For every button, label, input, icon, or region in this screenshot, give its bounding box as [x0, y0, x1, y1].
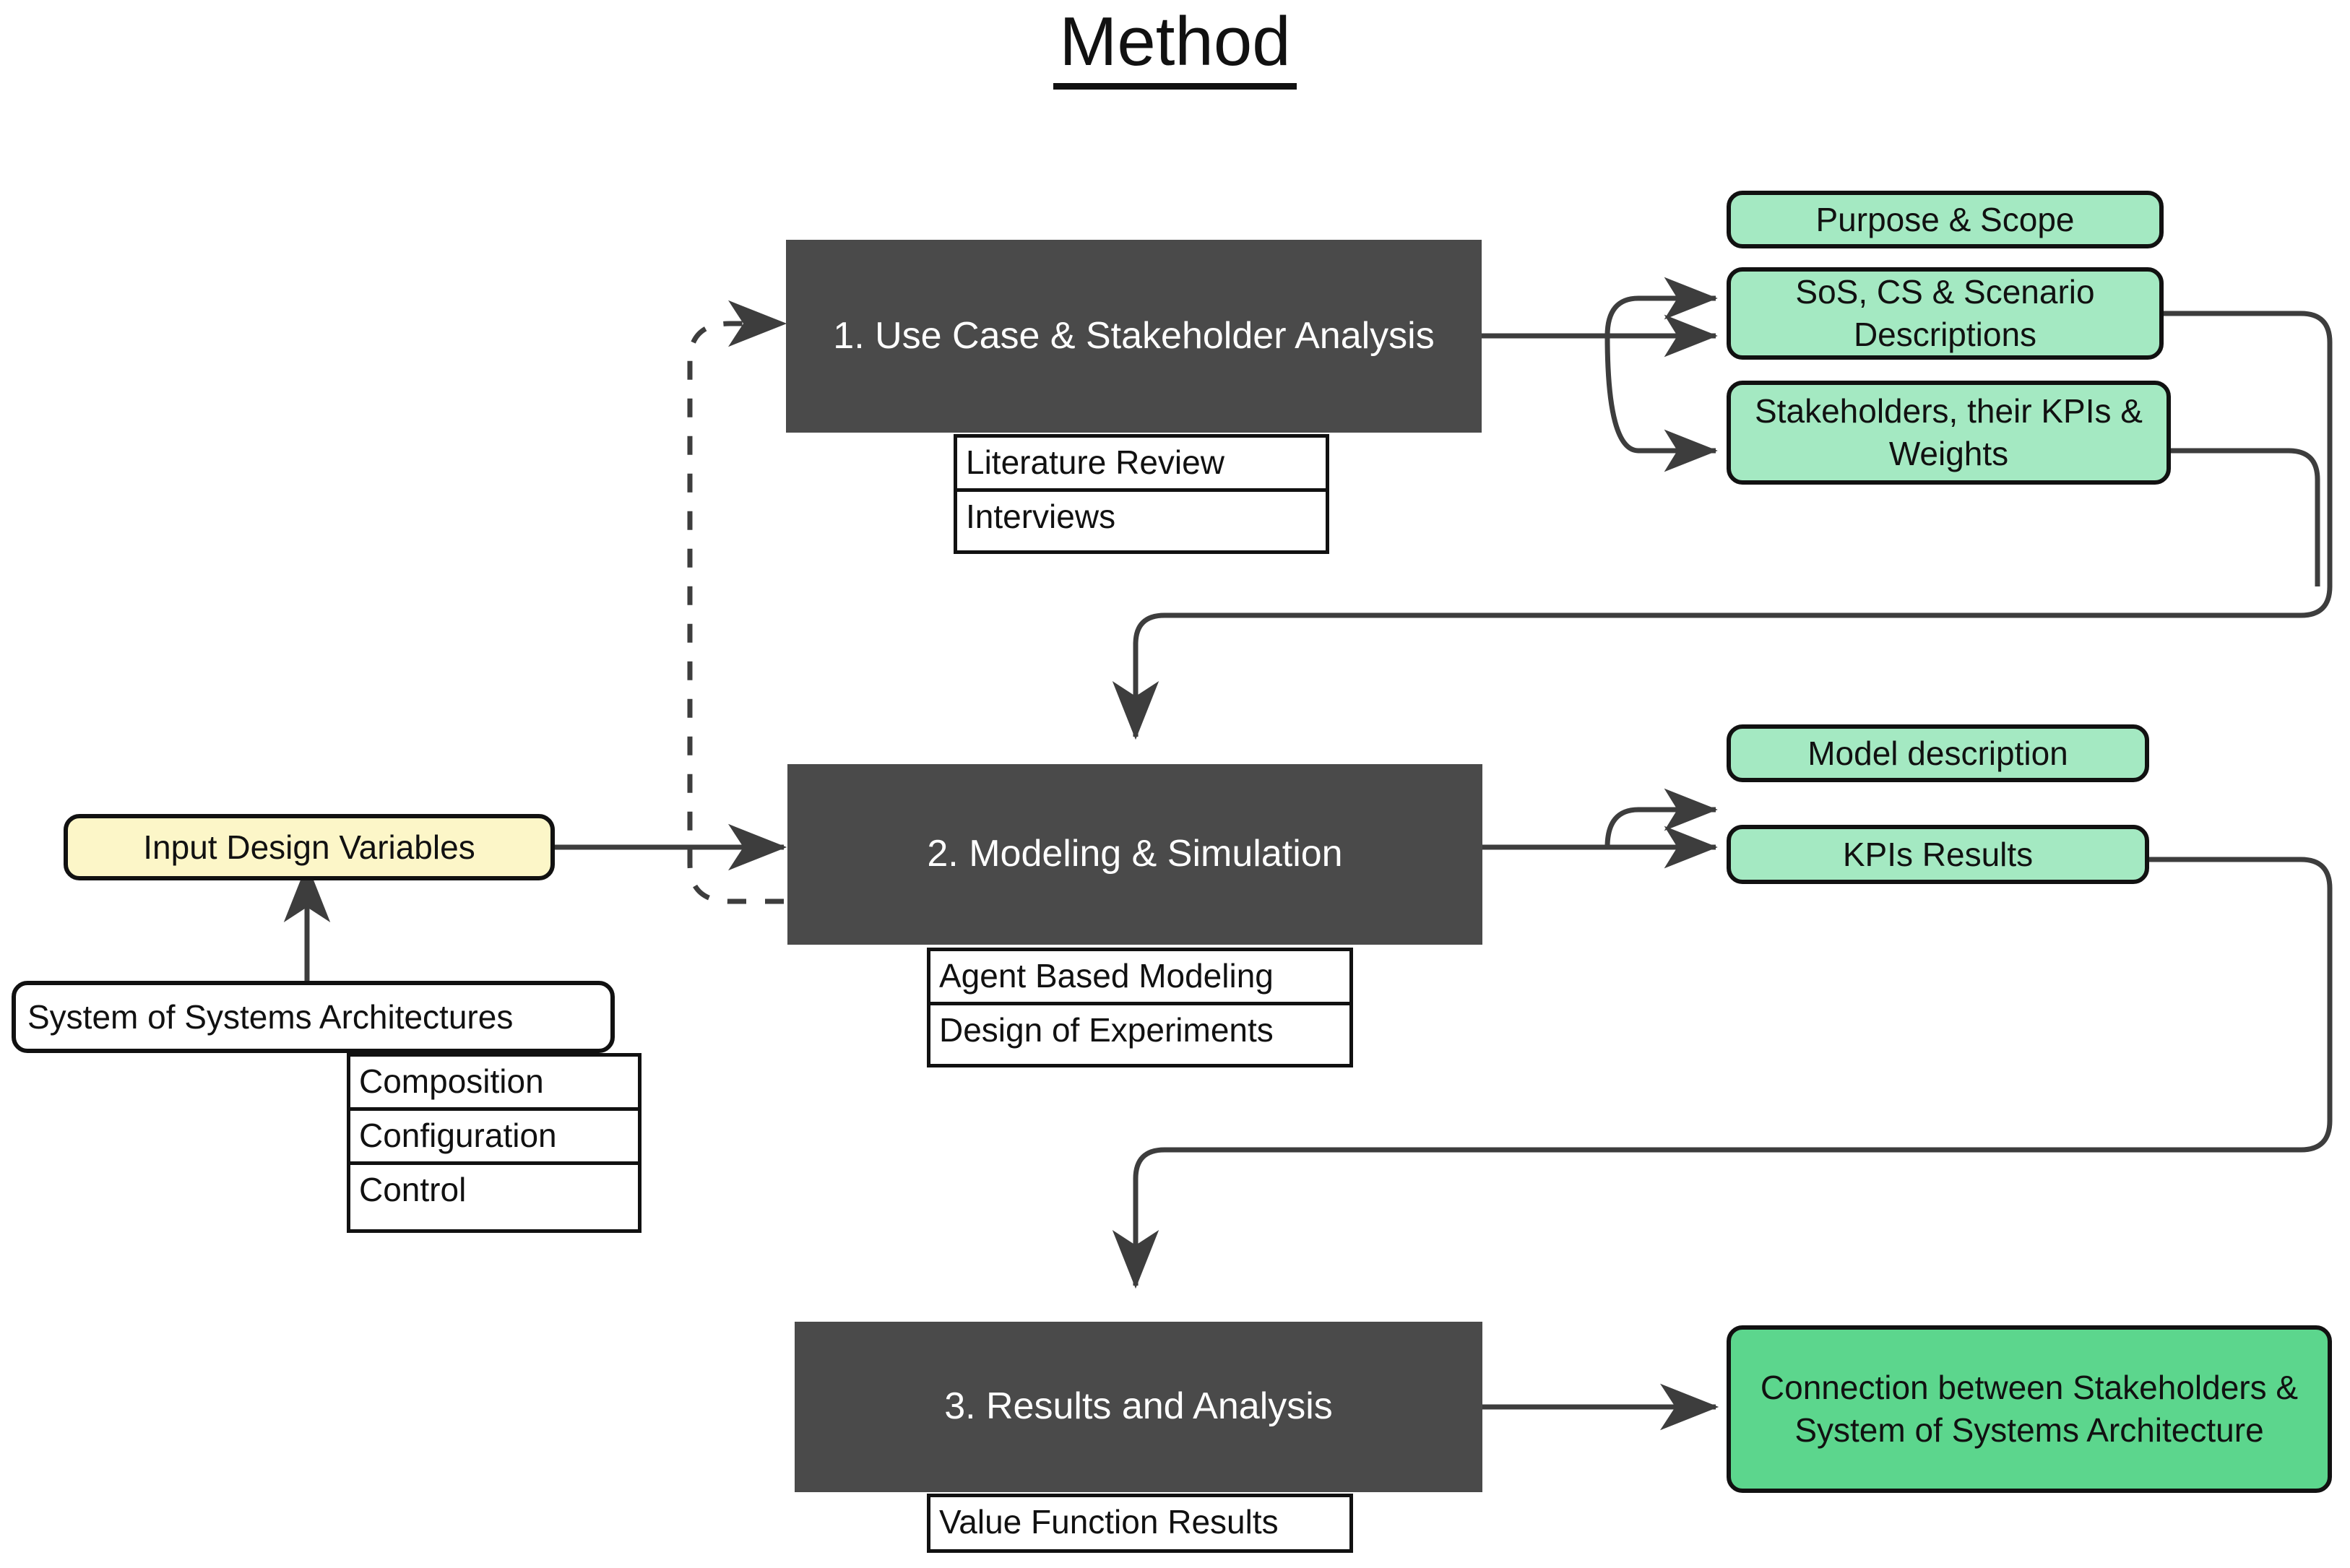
- system-of-systems-architectures-label: System of Systems Architectures: [27, 997, 514, 1036]
- system-of-systems-architectures-card[interactable]: System of Systems Architectures: [12, 981, 615, 1053]
- wire-feedback-step2-to-step1: [687, 300, 787, 904]
- output-card-label: Model description: [1807, 734, 2068, 772]
- page-title: Method: [0, 5, 2350, 90]
- output-card-kpis-results[interactable]: KPIs Results: [1727, 825, 2149, 884]
- output-card-connection-stakeholders-architecture[interactable]: Connection between Stakeholders & System…: [1727, 1325, 2332, 1493]
- process-step-1[interactable]: 1. Use Case & Stakeholder Analysis: [786, 240, 1482, 433]
- output-card-purpose-scope[interactable]: Purpose & Scope: [1727, 191, 2164, 248]
- method-item[interactable]: Value Function Results: [939, 1503, 1279, 1541]
- output-card-stakeholders-kpis[interactable]: Stakeholders, their KPIs & Weights: [1727, 381, 2171, 485]
- wire-step2-to-modeldesc: [1604, 788, 1718, 848]
- process-step-2-label: 2. Modeling & Simulation: [927, 833, 1343, 875]
- architecture-aspects-list: Composition Configuration Control: [347, 1053, 642, 1233]
- process-step-3-methods: Value Function Results: [927, 1494, 1353, 1553]
- output-card-label: Purpose & Scope: [1815, 200, 2075, 238]
- method-item[interactable]: Interviews: [966, 498, 1116, 535]
- wire-step1-to-purpose: [1604, 277, 1718, 337]
- wire-step1-to-stakeholders: [1604, 335, 1718, 472]
- output-card-label: SoS, CS & Scenario Descriptions: [1795, 273, 2095, 353]
- process-step-1-methods: Literature Review Interviews: [954, 434, 1329, 554]
- page-title-text: Method: [1053, 5, 1297, 90]
- input-design-variables-label: Input Design Variables: [143, 828, 475, 866]
- method-item[interactable]: Design of Experiments: [939, 1011, 1274, 1049]
- process-step-3[interactable]: 3. Results and Analysis: [795, 1322, 1482, 1492]
- architecture-aspect-item[interactable]: Configuration: [350, 1111, 638, 1165]
- output-card-model-description[interactable]: Model description: [1727, 724, 2149, 782]
- process-step-2[interactable]: 2. Modeling & Simulation: [787, 764, 1482, 945]
- process-step-1-label: 1. Use Case & Stakeholder Analysis: [833, 314, 1435, 357]
- output-card-sos-cs-scenario[interactable]: SoS, CS & Scenario Descriptions: [1727, 267, 2164, 360]
- output-card-label: KPIs Results: [1842, 835, 2034, 873]
- method-item[interactable]: Literature Review: [957, 438, 1326, 492]
- output-card-label: Connection between Stakeholders & System…: [1760, 1369, 2299, 1449]
- architecture-aspect-item[interactable]: Composition: [350, 1057, 638, 1111]
- process-step-3-label: 3. Results and Analysis: [944, 1385, 1333, 1428]
- wire-stakeholders-return: [2171, 448, 2320, 586]
- input-design-variables-card[interactable]: Input Design Variables: [64, 814, 555, 880]
- method-item[interactable]: Agent Based Modeling: [930, 951, 1349, 1005]
- architecture-aspect-item[interactable]: Control: [359, 1171, 467, 1208]
- process-step-2-methods: Agent Based Modeling Design of Experimen…: [927, 948, 1353, 1067]
- output-card-label: Stakeholders, their KPIs & Weights: [1755, 392, 2143, 472]
